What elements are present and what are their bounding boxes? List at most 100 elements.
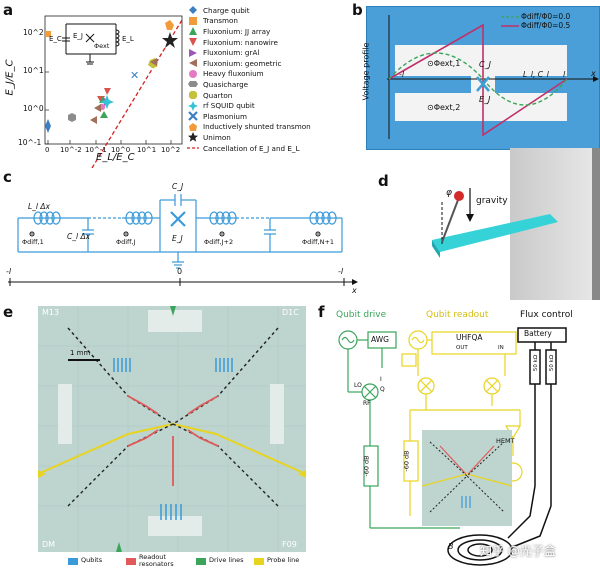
axis-x-c: x (352, 286, 357, 295)
panel-a: ✕ E_J/E_C E_L/E_C 10^2 10^1 10^0 10^-1 0… (0, 0, 350, 168)
atten1-label: -60 dB (362, 455, 371, 477)
inductor-2 (125, 211, 153, 225)
legend-item-6: Heavy fluxonium (186, 69, 346, 80)
legend-item-11: Inductively shunted transmon (186, 122, 346, 133)
y-tick-1: 10^2 (23, 28, 44, 37)
qubit-3 (160, 504, 182, 520)
res1-label: 50 kΩ (533, 354, 540, 372)
chip-label-3: DM (42, 540, 56, 549)
legend-item-1: Transmon (186, 16, 346, 27)
legend-item-9: rf SQUID qubit (186, 100, 346, 111)
voltage-profile-label: Voltage profile (361, 42, 371, 101)
atten2-label: -60 dB (402, 450, 411, 472)
battery-box: Battery (524, 329, 552, 338)
legend-item-8: Quarton (186, 90, 346, 101)
marker-tri-down-2 (104, 88, 111, 95)
in-label: IN (498, 345, 504, 351)
legend-item-2: Fluxonium: JJ array (186, 26, 346, 37)
rf-label: RF (363, 400, 371, 407)
legend-item-7: Quasicharge (186, 79, 346, 90)
junction-cross (476, 76, 490, 92)
marker-tri-left-1 (90, 116, 97, 124)
chip-label-2: D1C (282, 308, 299, 317)
panel-b: Voltage profile x -l l ⊙Φext,1 ⊙Φext,2 C… (361, 6, 600, 150)
panel-e: 1 mm M13 D1C DM F09 Qubits Readout reson… (28, 306, 320, 568)
marker-plasmonium: ✕ (130, 69, 139, 82)
legend-item-10: Plasmonium (186, 111, 346, 122)
phi-j: Φdiff,J (116, 238, 136, 246)
qubit-2 (215, 358, 233, 372)
marker-tri-left-2 (94, 104, 101, 112)
legend-e-3: Probe line (267, 556, 300, 564)
legend-b: Φdiff/Φ0=0.0 Φdiff/Φ0=0.5 (501, 12, 570, 30)
chip-thumbnail (422, 430, 512, 526)
panel-e-label: e (3, 303, 14, 321)
ej-b: E_J (479, 95, 491, 104)
out-label: OUT (456, 345, 468, 351)
phi-d: φ (446, 188, 452, 198)
x-tick-3: 10^-1 (85, 146, 107, 154)
qubit-readout-label: Qubit readout (426, 310, 489, 320)
marker-geometric-2 (150, 58, 157, 66)
inset-el: E_L (122, 35, 134, 43)
legend-item-5: Fluxonium: geometric (186, 58, 346, 69)
chip-label-1: M13 (42, 308, 60, 317)
chip-label-4: F09 (282, 540, 297, 549)
junction-cross-c (170, 211, 186, 227)
y-axis-label: E_J/E_C (4, 59, 16, 96)
b-field-label: B (448, 542, 454, 551)
y-tick-4: 10^-1 (18, 138, 42, 147)
hemt-label: HEMT (496, 437, 515, 445)
panel-f: Qubit drive Qubit readout Flux control A… (330, 306, 600, 568)
gravity-label: gravity (476, 196, 508, 206)
right-end-b: l (563, 70, 566, 79)
cdx-c: C_l Δx (67, 232, 91, 241)
q-label: Q (380, 386, 385, 393)
panel-d: φ gravity (400, 148, 600, 300)
panel-c: C_J L_l Δx C_l Δx E_J Φdiff,1 Φdiff,J Φd… (0, 172, 360, 300)
uhfqa-box: UHFQA (456, 333, 483, 342)
marker-charge-qubit (45, 119, 51, 133)
x-axis-b: x (591, 69, 596, 78)
pad-top (395, 45, 567, 76)
inductor-4 (309, 211, 337, 225)
panel-f-label: f (318, 303, 325, 321)
x-tick-4: 10^0 (111, 146, 131, 154)
legend-item-4: Fluxonium: grAl (186, 47, 346, 58)
y-tick-2: 10^1 (23, 66, 44, 75)
y-tick-3: 10^0 (23, 104, 44, 113)
inset-phi: Φext (94, 42, 110, 50)
legend-e-2: Drive lines (209, 556, 244, 564)
curve-0.0 (388, 52, 568, 106)
inductor-1 (33, 211, 61, 225)
cj-c: C_J (172, 182, 184, 191)
axis-right-c: -l (338, 267, 344, 276)
marker-ist (165, 20, 174, 30)
legend-e-1: Readout resonators (139, 553, 174, 568)
pendulum-rod (441, 199, 459, 243)
x-tick-5: 10^1 (137, 146, 157, 154)
inductor-3 (209, 211, 237, 225)
x-tick-2: 10^-2 (60, 146, 82, 154)
ldx-c: L_l Δx (28, 202, 50, 211)
panel-c-label: c (3, 168, 12, 186)
cantilever-beam (432, 214, 558, 252)
x-tick-1: 0 (45, 146, 50, 154)
res2-label: 50 kΩ (549, 354, 556, 372)
awg-box: AWG (371, 335, 389, 344)
scale-label: 1 mm (70, 349, 91, 357)
inset-circuit (60, 22, 120, 65)
panel-a-label: a (3, 1, 14, 19)
qubit-1 (113, 358, 131, 372)
legend-b-item-0: Φdiff/Φ0=0.0 (501, 12, 571, 21)
marker-hexagon (68, 113, 76, 122)
cj-b: C_J (479, 60, 491, 69)
data-markers: ✕ (45, 20, 178, 133)
x-axis-label: E_L/E_C (96, 152, 135, 163)
watermark: 知乎 @光子盒 (480, 544, 556, 558)
legend-b-item-1: Φdiff/Φ0=0.5 (501, 21, 571, 30)
lo-label: LO (354, 382, 362, 389)
marker-transmon (45, 31, 51, 37)
legend-item-12: Unimon (186, 132, 346, 143)
plot-frame (44, 15, 183, 145)
